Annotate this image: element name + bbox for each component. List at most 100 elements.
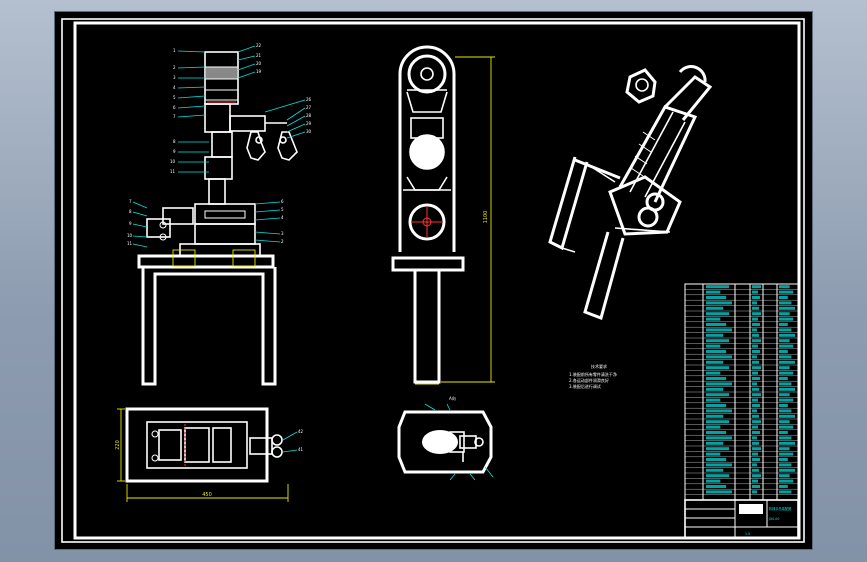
bom-cell-text xyxy=(752,441,759,445)
bom-cell-text xyxy=(706,344,721,348)
bom-cell-text xyxy=(706,414,724,418)
svg-text:7: 7 xyxy=(173,114,176,119)
bom-cell-text xyxy=(779,296,788,299)
bom-cell-text xyxy=(779,431,788,434)
bom-cell-text xyxy=(706,360,724,364)
bom-cell-text xyxy=(706,468,724,472)
bom-cell-text xyxy=(779,393,790,397)
bom-cell-text xyxy=(779,458,788,461)
top-depth-dimension: 220 xyxy=(115,440,121,450)
side-height-dimension: 1100 xyxy=(483,211,489,224)
svg-text:10: 10 xyxy=(170,159,176,164)
bom-cell-text xyxy=(706,366,730,370)
bom-cell-text xyxy=(752,317,758,321)
note-line-1: 1.装配前所有零件清洗干净 xyxy=(569,371,617,377)
bom-cell-text xyxy=(752,306,759,310)
svg-text:4: 4 xyxy=(173,85,176,90)
bom-cell-text xyxy=(752,479,758,483)
bom-cell-text xyxy=(706,290,721,294)
svg-text:7: 7 xyxy=(129,199,132,204)
bom-cell-text xyxy=(779,350,788,353)
bom-cell-text xyxy=(706,355,732,359)
svg-text:6: 6 xyxy=(281,199,284,204)
bom-cell-text xyxy=(752,458,760,461)
note-line-2: 2.各运动部件润滑良好 xyxy=(569,377,609,383)
bom-cell-text xyxy=(779,382,792,386)
side-view[interactable]: 1100 xyxy=(391,45,495,385)
svg-text:30: 30 xyxy=(306,129,312,134)
bom-cell-text xyxy=(706,333,724,337)
bom-cell-text xyxy=(779,285,790,289)
bom-cell-text xyxy=(706,431,727,434)
svg-text:22: 22 xyxy=(256,43,262,48)
bom-cell-text xyxy=(752,328,757,332)
bom-cell-text xyxy=(752,344,758,348)
bom-cell-text xyxy=(752,333,759,337)
bom-cell-text xyxy=(779,479,794,483)
bom-cell-text xyxy=(779,366,790,370)
bom-cell-text xyxy=(779,371,794,375)
svg-text:28: 28 xyxy=(306,113,312,118)
svg-text:2: 2 xyxy=(281,239,284,244)
bom-cell-text xyxy=(779,333,795,337)
bom-cell-text xyxy=(706,458,727,461)
bom-cell-text xyxy=(752,285,761,289)
svg-text:6: 6 xyxy=(173,105,176,110)
bom-cell-text xyxy=(706,339,730,343)
bom-cell-text xyxy=(779,323,788,326)
svg-text:9: 9 xyxy=(173,149,176,154)
bom-cell-text xyxy=(779,463,792,467)
bom-cell-text xyxy=(752,301,757,305)
bom-cell-text xyxy=(779,317,794,321)
bom-cell-text xyxy=(752,414,759,418)
outer-border xyxy=(61,18,805,543)
bom-cell-text xyxy=(752,398,758,402)
bom-cell-text xyxy=(779,468,795,472)
bom-cell-text xyxy=(706,312,730,316)
detail-title: A向 xyxy=(449,395,456,401)
bom-cell-text xyxy=(779,360,795,364)
bom-cell-text xyxy=(752,387,759,391)
bom-cell-text xyxy=(706,463,732,467)
bom-cell-text xyxy=(752,485,760,488)
svg-text:5: 5 xyxy=(173,95,176,100)
bom-cell-text xyxy=(706,306,724,310)
bom-cell-text xyxy=(706,436,732,440)
bom-cell-text xyxy=(779,355,792,359)
svg-text:21: 21 xyxy=(256,53,262,58)
bom-cell-text xyxy=(752,366,761,370)
svg-text:8: 8 xyxy=(173,139,176,144)
isometric-view[interactable] xyxy=(548,65,713,320)
notes-title: 技术要求 xyxy=(591,363,607,369)
bom-cell-text xyxy=(752,490,757,494)
bom-cell-text xyxy=(706,452,721,456)
svg-text:11: 11 xyxy=(127,241,133,246)
bom-cell-text xyxy=(752,404,760,407)
svg-text:20: 20 xyxy=(256,61,262,66)
note-line-3: 3.装配后进行调试 xyxy=(569,383,601,389)
bom-cell-text xyxy=(706,479,721,483)
bom-cell-text xyxy=(779,306,795,310)
bom-cell-text xyxy=(752,463,757,467)
bom-cell-text xyxy=(706,398,721,402)
bom-cell-text xyxy=(779,301,792,305)
bom-cell-text xyxy=(706,393,730,397)
detail-view[interactable]: A向 xyxy=(397,395,494,481)
bom-cell-text xyxy=(779,387,795,391)
title-block-scale: 1:5 xyxy=(745,532,750,536)
bom-cell-text xyxy=(779,377,788,380)
title-block-name: 机械手总装配图 xyxy=(769,506,791,511)
title-block: 机械手总装配图 JXS-00 1:5 xyxy=(684,499,799,539)
bom-cell-text xyxy=(706,350,727,353)
bom-cell-text xyxy=(752,382,757,386)
bom-cell-text xyxy=(706,317,721,321)
bom-cell-text xyxy=(706,490,732,494)
svg-text:8: 8 xyxy=(129,209,132,214)
bom-cell-text xyxy=(779,474,790,478)
svg-text:5: 5 xyxy=(281,207,284,212)
bom-cell-text xyxy=(752,360,759,364)
bom-cell-text xyxy=(779,344,794,348)
